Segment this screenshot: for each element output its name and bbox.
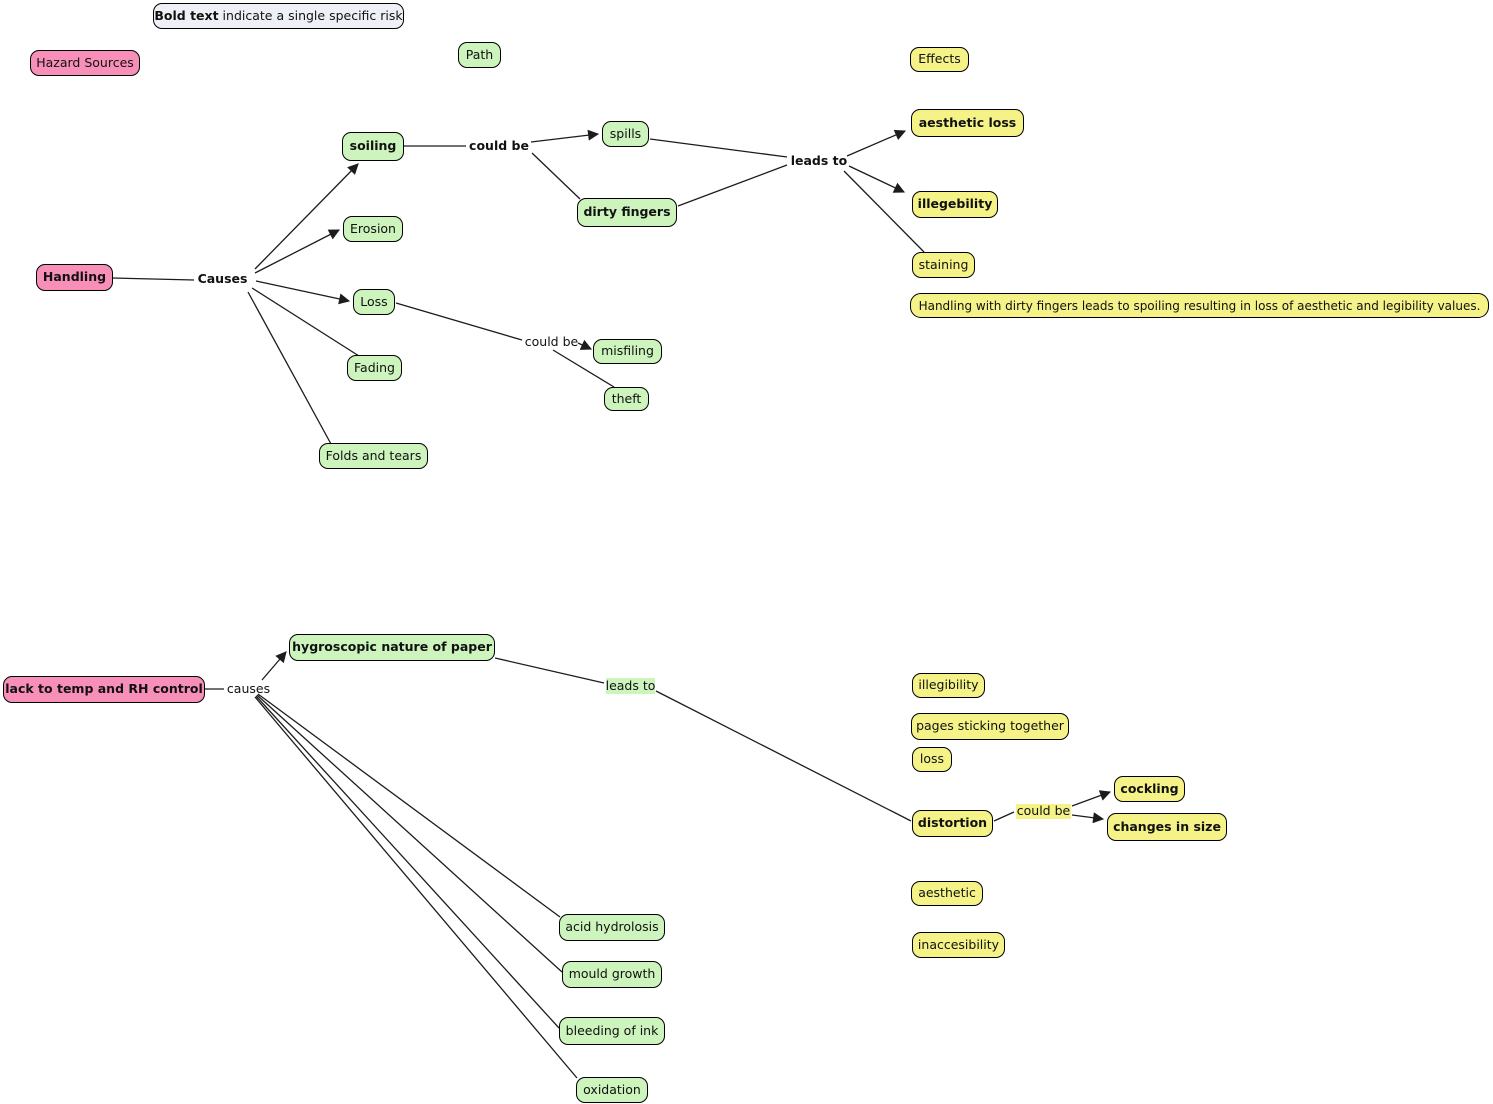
edge-causes2-hygroscopic xyxy=(261,651,287,681)
node-illegibility[interactable]: illegibility xyxy=(912,673,985,698)
edge-couldbe2-theft xyxy=(552,349,615,388)
edge-loss-couldbe2 xyxy=(395,302,523,341)
edge-couldbe-spills xyxy=(530,129,600,143)
edge-causes2-acidhydrolosis xyxy=(257,693,561,918)
link-label-leads-to-2[interactable]: leads to xyxy=(605,677,656,694)
node-spills[interactable]: spills xyxy=(602,121,649,147)
node-handling[interactable]: Handling xyxy=(36,264,113,291)
node-hazard-sources[interactable]: Hazard Sources xyxy=(30,50,140,76)
edge-distortion-couldbe3 xyxy=(993,811,1015,822)
legend-rest-text: indicate a single specific risk xyxy=(218,7,403,23)
link-label-causes-2[interactable]: causes xyxy=(226,680,271,696)
node-path[interactable]: Path xyxy=(458,42,501,68)
node-oxidation[interactable]: oxidation xyxy=(576,1077,648,1103)
node-theft[interactable]: theft xyxy=(604,387,649,411)
edge-causes-soiling xyxy=(254,163,359,270)
node-folds-and-tears[interactable]: Folds and tears xyxy=(319,443,428,469)
node-bleeding-of-ink[interactable]: bleeding of ink xyxy=(559,1017,665,1045)
node-soiling[interactable]: soiling xyxy=(342,132,404,161)
node-mould-growth[interactable]: mould growth xyxy=(562,961,662,988)
edge-leadsto-illegebility xyxy=(848,165,905,193)
link-label-could-be-2[interactable]: could be xyxy=(524,333,579,349)
edge-couldbe-dirtyfingers xyxy=(531,152,581,200)
link-label-causes[interactable]: Causes xyxy=(197,271,248,287)
node-cockling[interactable]: cockling xyxy=(1114,776,1185,802)
node-lack-temp-rh-control[interactable]: lack to temp and RH control xyxy=(3,676,205,703)
edge-couldbe3-cockling xyxy=(1071,790,1112,807)
node-erosion[interactable]: Erosion xyxy=(343,216,403,242)
edge-leadsto2-distortion xyxy=(655,690,912,822)
link-label-leads-to-1[interactable]: leads to xyxy=(790,153,848,169)
link-label-could-be-3[interactable]: could be xyxy=(1016,803,1071,819)
node-illegebility[interactable]: illegebility xyxy=(912,191,998,218)
node-fading[interactable]: Fading xyxy=(347,355,402,381)
node-hygroscopic-nature-of-paper[interactable]: hygroscopic nature of paper xyxy=(289,634,495,661)
edge-leadsto-staining xyxy=(843,170,925,253)
node-inaccesibility[interactable]: inaccesibility xyxy=(912,932,1005,958)
link-label-could-be-1[interactable]: could be xyxy=(469,137,529,153)
node-distortion[interactable]: distortion xyxy=(912,810,993,837)
edge-causes2-mouldgrowth xyxy=(256,694,563,973)
edge-causes-erosion xyxy=(254,229,340,274)
node-acid-hydrolosis[interactable]: acid hydrolosis xyxy=(559,914,665,941)
edge-handling-causes xyxy=(112,277,195,281)
edge-causes-folds xyxy=(247,291,332,445)
edge-causes2-oxidation xyxy=(254,696,578,1079)
node-loss-2[interactable]: loss xyxy=(912,747,952,772)
edge-spills-leadsto xyxy=(649,138,788,158)
node-loss[interactable]: Loss xyxy=(353,289,395,315)
node-aesthetic[interactable]: aesthetic xyxy=(911,881,983,906)
node-misfiling[interactable]: misfiling xyxy=(593,339,662,364)
legend-bold-text: Bold text xyxy=(154,7,219,23)
node-aesthetic-loss[interactable]: aesthetic loss xyxy=(911,109,1024,137)
edge-hygroscopic-leadsto2 xyxy=(494,657,605,684)
legend-box[interactable]: Bold text indicate a single specific ris… xyxy=(153,3,404,29)
edge-couldbe3-changesinsize xyxy=(1071,812,1105,824)
node-staining[interactable]: staining xyxy=(912,252,975,278)
note-handling-dirty-fingers[interactable]: Handling with dirty fingers leads to spo… xyxy=(910,293,1489,318)
edge-leadsto-aestheticloss xyxy=(846,129,907,157)
edge-dirtyfingers-leadsto xyxy=(677,164,788,207)
edge-couldbe2-misfiling xyxy=(577,339,592,350)
node-changes-in-size[interactable]: changes in size xyxy=(1107,813,1227,841)
node-effects[interactable]: Effects xyxy=(910,47,969,72)
edge-causes-fading xyxy=(251,287,360,357)
node-pages-sticking-together[interactable]: pages sticking together xyxy=(911,713,1069,740)
edge-causes2-bleedingink xyxy=(255,695,560,1029)
node-dirty-fingers[interactable]: dirty fingers xyxy=(577,198,677,227)
edge-causes-loss xyxy=(255,280,351,305)
